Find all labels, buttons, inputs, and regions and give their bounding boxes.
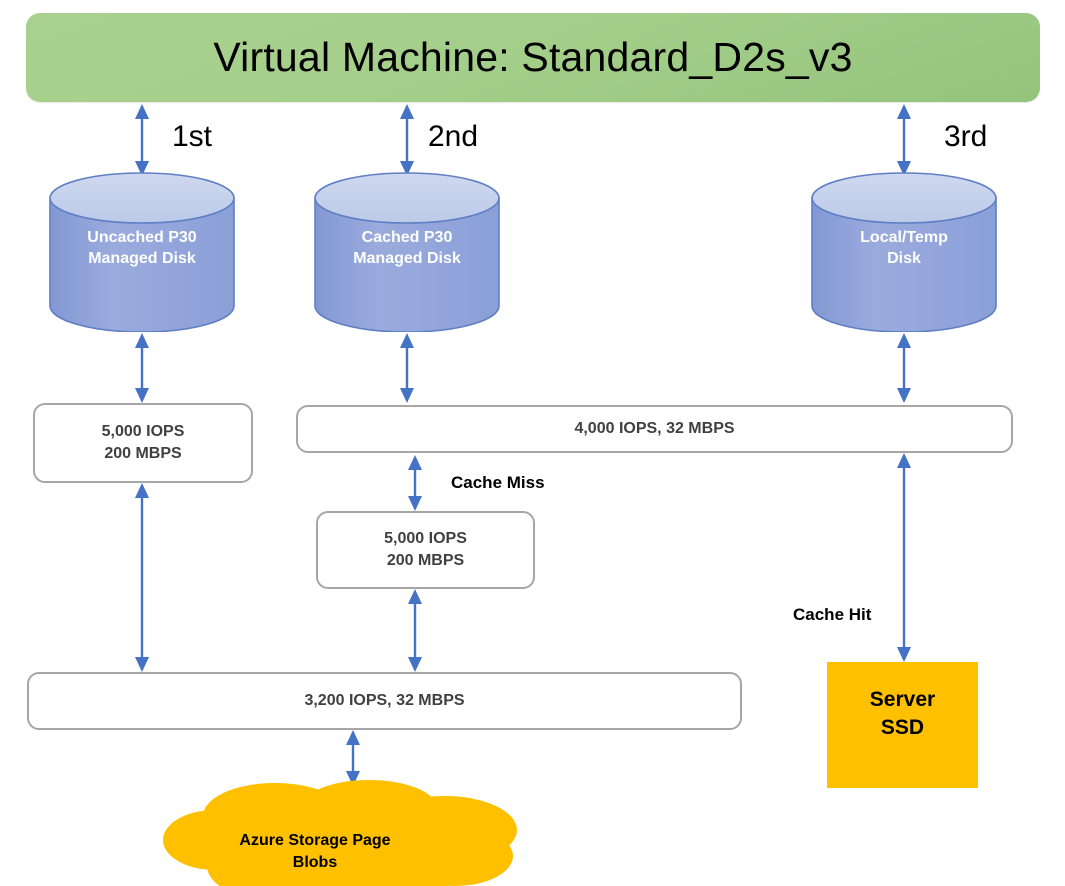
order-label-1st: 1st (172, 120, 213, 153)
specbox-line2: 200 MBPS (386, 552, 465, 569)
specbox-line2: 200 MBPS (104, 445, 182, 462)
disk-uncached-p30: Uncached P30 Managed Disk (48, 172, 236, 332)
vm-title: Virtual Machine: Standard_D2s_v3 (213, 34, 853, 80)
arrow-vm-to-cached (397, 104, 417, 176)
arrow-localtemp-to-specbox (894, 333, 914, 403)
specbox-cache-throughput: 4,000 IOPS, 32 MBPS (296, 405, 1013, 453)
azure-storage-cloud: Azure Storage Page Blobs (155, 778, 555, 886)
arrow-cached-to-specbox (397, 333, 417, 403)
arrow-uncached-to-specbox (132, 333, 152, 403)
arrow-vm-to-localtemp (894, 104, 914, 176)
label-cache-miss: Cache Miss (451, 473, 545, 492)
order-label-2nd: 2nd (428, 120, 479, 153)
order-label-3rd: 3rd (944, 120, 988, 153)
disk-local-temp: Local/Temp Disk (810, 172, 998, 332)
specbox-line1: 4,000 IOPS, 32 MBPS (574, 420, 735, 437)
server-ssd-line1: Server (869, 688, 936, 711)
specbox-line1: 3,200 IOPS, 32 MBPS (304, 692, 465, 709)
specbox-uncached-throughput: 5,000 IOPS 200 MBPS (33, 403, 253, 483)
label-cache-hit: Cache Hit (793, 605, 872, 624)
arrow-uncached-specbox-to-storage (132, 483, 152, 672)
arrow-storage-to-cloud (343, 730, 363, 786)
disk-cached-p30: Cached P30 Managed Disk (313, 172, 501, 332)
specbox-line1: 5,000 IOPS (384, 530, 467, 547)
vm-header-box: Virtual Machine: Standard_D2s_v3 (26, 13, 1040, 102)
specbox-storage-throughput: 3,200 IOPS, 32 MBPS (27, 672, 742, 730)
server-ssd-block: Server SSD (827, 662, 978, 788)
specbox-line1: 5,000 IOPS (101, 423, 185, 440)
arrow-vm-to-uncached (132, 104, 152, 176)
server-ssd-line2: SSD (880, 716, 925, 739)
arrow-cache-miss (405, 455, 425, 511)
arrow-cache-hit (894, 453, 914, 662)
specbox-cache-miss-throughput: 5,000 IOPS 200 MBPS (316, 511, 535, 589)
arrow-cachemiss-specbox-to-storage (405, 589, 425, 672)
